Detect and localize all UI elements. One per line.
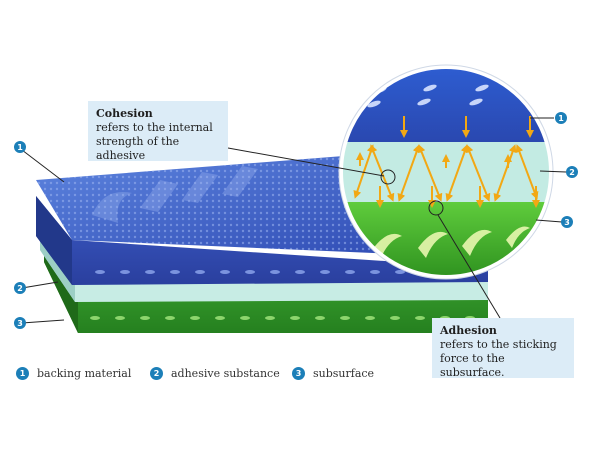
legend-label: subsurface xyxy=(313,367,375,380)
marker-backing-right: 1 xyxy=(555,112,567,124)
legend-badge: 3 xyxy=(292,367,305,380)
cohesion-callout: Cohesion refers to the internal strength… xyxy=(88,101,228,162)
legend-label: adhesive substance xyxy=(171,367,280,380)
adhesion-callout: Adhesion refers to the sticking force to… xyxy=(432,318,574,379)
magnified-view xyxy=(338,64,554,280)
legend-badge: 2 xyxy=(150,367,163,380)
cohesion-text: refers to the internal strength of the a… xyxy=(96,121,213,162)
marker-subsurface-left: 3 xyxy=(14,317,26,329)
marker-adhesive-right: 2 xyxy=(566,166,578,178)
cohesion-title: Cohesion xyxy=(96,107,153,120)
marker-subsurface-right: 3 xyxy=(561,216,573,228)
legend-item-adhesive: 2 adhesive substance xyxy=(150,367,280,380)
adhesion-title: Adhesion xyxy=(440,324,497,337)
legend-label: backing material xyxy=(37,367,132,380)
adhesion-text: refers to the sticking force to the subs… xyxy=(440,338,557,379)
legend-item-subsurface: 3 subsurface xyxy=(292,367,374,380)
marker-adhesive-left: 2 xyxy=(14,282,26,294)
leader-lines xyxy=(21,117,567,324)
backing-logo-graphic xyxy=(92,166,258,223)
legend-item-backing: 1 backing material xyxy=(16,367,131,380)
legend-badge: 1 xyxy=(16,367,29,380)
marker-backing-left: 1 xyxy=(14,141,26,153)
